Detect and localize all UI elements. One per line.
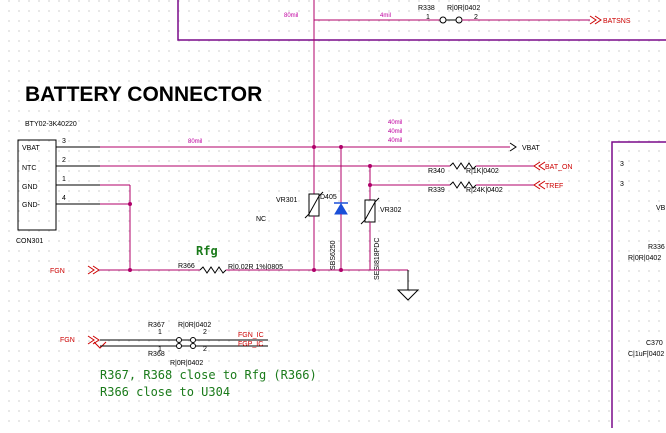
r367-pad-1 (176, 337, 182, 343)
connector-pin-num-2: 2 (62, 157, 66, 164)
r338-pin1: 1 (426, 14, 430, 21)
top-trace-width: 80mil (284, 13, 298, 19)
tref-net-label: TREF (545, 183, 563, 190)
d405-diode-triangle (334, 203, 348, 215)
connector-pin-gnd-minus: GND- (22, 202, 41, 209)
r367-pin2: 2 (203, 329, 207, 336)
vr301-varistor-mark (304, 191, 324, 219)
r340-resistor (449, 162, 477, 170)
junction-ntc-vr302 (368, 164, 372, 168)
connector-pin-num-1: 1 (62, 176, 66, 183)
junction-gnd-vr301 (312, 268, 316, 272)
connector-ref: CON301 (16, 238, 43, 245)
r366-value: R|0.02R 1%|0805 (228, 264, 283, 271)
vbat-width-3: 40mil (388, 138, 402, 144)
d405-part-number: SBS6250 (330, 240, 337, 270)
r367-pin1: 1 (158, 329, 162, 336)
design-note-2: R366 close to U304 (100, 385, 230, 399)
r368-pin2: 2 (203, 346, 207, 353)
fgp-ic-net-label: FGP_IC (238, 341, 263, 348)
batsns-port-arrow (589, 15, 602, 25)
junction-tref (368, 183, 372, 187)
right-label-vb: VB (656, 205, 666, 212)
ground-symbol (396, 289, 420, 301)
r338-pin2: 2 (474, 14, 478, 21)
right-block-border (611, 141, 666, 428)
fgn-ic-port-arrow-1 (87, 335, 100, 345)
r339-ref: R339 (428, 187, 445, 194)
r340-ref: R340 (428, 168, 445, 175)
r368-ref: R368 (148, 351, 165, 358)
r340-value: R|1K|0402 (466, 168, 499, 175)
bat-on-net-label: BAT_ON (545, 164, 573, 171)
junction-gnd-minus (128, 202, 132, 206)
batsns-net-label: BATSNS (603, 18, 631, 25)
junction-gnd-d405 (339, 268, 343, 272)
page-title: BATTERY CONNECTOR (25, 83, 262, 106)
rfg-label: Rfg (196, 244, 218, 258)
vbat-net-label: VBAT (522, 145, 540, 152)
r367-value: R|0R|0402 (178, 322, 211, 329)
r339-value: R|24K|0402 (466, 187, 503, 194)
vr301-ref: VR301 (276, 197, 298, 204)
vbat-trace-width: 80mil (188, 139, 202, 145)
right-pin-b: 3 (620, 181, 624, 188)
d405-ref: D405 (320, 194, 337, 201)
r368-pad-1 (176, 343, 182, 349)
junction-vbat-d405 (339, 145, 343, 149)
r336-ref: R336 (648, 244, 665, 251)
vbat-port-arrow (509, 142, 517, 152)
r368-pin1: 1 (158, 346, 162, 353)
connector-pin-gnd: GND (22, 184, 38, 191)
r366-ref: R366 (178, 263, 195, 270)
connector-pin-num-4: 4 (62, 195, 66, 202)
r367-pad-2 (190, 337, 196, 343)
fgn-port-arrow (87, 265, 100, 275)
r368-value: R|0R|0402 (170, 360, 203, 367)
r367-ref: R367 (148, 322, 165, 329)
r368-pad-2 (190, 343, 196, 349)
junction-vbat-vr301 (312, 145, 316, 149)
r339-resistor (449, 181, 477, 189)
right-pin-a: 3 (620, 161, 624, 168)
connector-pin-ntc: NTC (22, 165, 36, 172)
design-note-1: R367, R368 close to Rfg (R366) (100, 368, 317, 382)
top-block-border (177, 0, 666, 41)
c370-ref: C370 (646, 340, 663, 347)
fgn-ic-source-label: FGN (60, 337, 75, 344)
fgn-ic-port-arrow-2 (93, 341, 107, 349)
bat-on-port-arrow (533, 161, 546, 171)
vr302-part-number: SESI818PDC (374, 238, 381, 280)
r338-value: R|0R|0402 (447, 5, 480, 12)
r338-ref: R338 (418, 5, 435, 12)
tref-port-arrow (533, 180, 546, 190)
batsns-trace-width: 4mil (380, 13, 391, 19)
r338-pad-1 (439, 16, 447, 24)
vbat-width-1: 40mil (388, 120, 402, 126)
connector-pin-num-3: 3 (62, 138, 66, 145)
vbat-width-2: 40mil (388, 129, 402, 135)
nc-label: NC (256, 216, 266, 223)
c370-value: C|1uF|0402 (628, 351, 664, 358)
connector-pin-vbat: VBAT (22, 145, 40, 152)
r366-resistor (199, 266, 227, 274)
fgn-net-label: FGN (50, 268, 65, 275)
vr302-varistor-mark (360, 197, 380, 225)
vr302-ref: VR302 (380, 207, 402, 214)
connector-part-number: BTY02-3K40220 (25, 121, 77, 128)
r336-value: R|0R|0402 (628, 255, 661, 262)
r338-pad-2 (455, 16, 463, 24)
fgn-ic-net-label: FGN_IC (238, 332, 264, 339)
